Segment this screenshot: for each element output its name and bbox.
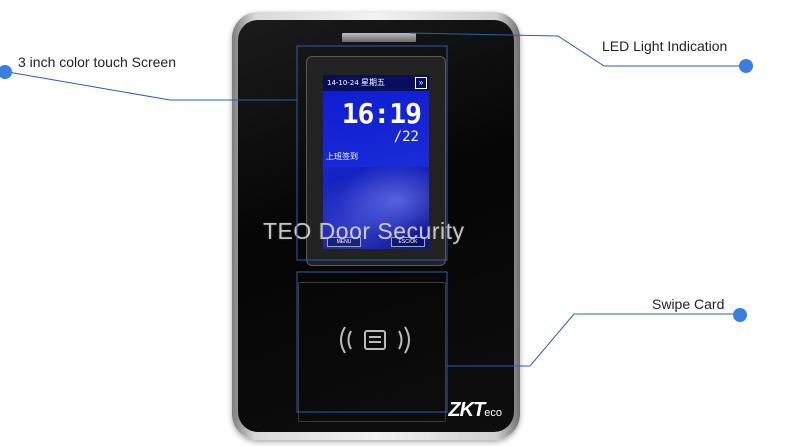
brand-logo-main: ZKT bbox=[448, 399, 485, 421]
touch-screen-frame: 14-10-24 星期五 » 16:19 /22 上班签到 MENU ESC/O… bbox=[306, 56, 446, 266]
callout-dot-card bbox=[733, 308, 747, 322]
rfid-card-icon bbox=[340, 326, 410, 354]
menu-button[interactable]: MENU bbox=[327, 237, 361, 247]
terminal-device: 14-10-24 星期五 » 16:19 /22 上班签到 MENU ESC/O… bbox=[232, 12, 520, 440]
next-icon[interactable]: » bbox=[415, 77, 427, 89]
screen-attendance-status: 上班签到 bbox=[326, 152, 358, 161]
callout-box-screen bbox=[296, 45, 448, 261]
brand-logo-sub: eco bbox=[484, 407, 502, 419]
callout-label-led: LED Light Indication bbox=[602, 38, 728, 54]
screen-status-bar: 14-10-24 星期五 » bbox=[323, 75, 429, 91]
screen-clock: 16:19 bbox=[341, 97, 422, 130]
esc-ok-button[interactable]: ESC/OK bbox=[391, 237, 425, 247]
callout-label-card: Swipe Card bbox=[652, 296, 725, 312]
device-front-panel: 14-10-24 星期五 » 16:19 /22 上班签到 MENU ESC/O… bbox=[238, 20, 514, 432]
callout-line-card bbox=[447, 313, 740, 367]
screen-wallpaper: MENU ESC/OK bbox=[323, 167, 429, 249]
callout-line-led bbox=[409, 32, 745, 67]
callout-box-card bbox=[296, 271, 448, 413]
callout-dot-led bbox=[739, 59, 753, 73]
led-indicator bbox=[342, 33, 416, 42]
screen-weekday: 星期五 bbox=[361, 78, 385, 87]
brand-logo: ZKTeco bbox=[448, 399, 502, 422]
card-reader-area[interactable] bbox=[298, 282, 446, 422]
callout-line-screen bbox=[7, 71, 297, 101]
callout-label-screen: 3 inch color touch Screen bbox=[18, 54, 176, 70]
screen-seconds: /22 bbox=[393, 129, 419, 145]
screen-date: 14-10-24 bbox=[327, 79, 359, 87]
callout-dot-screen bbox=[0, 65, 12, 79]
touch-screen[interactable]: 14-10-24 星期五 » 16:19 /22 上班签到 MENU ESC/O… bbox=[323, 75, 429, 249]
